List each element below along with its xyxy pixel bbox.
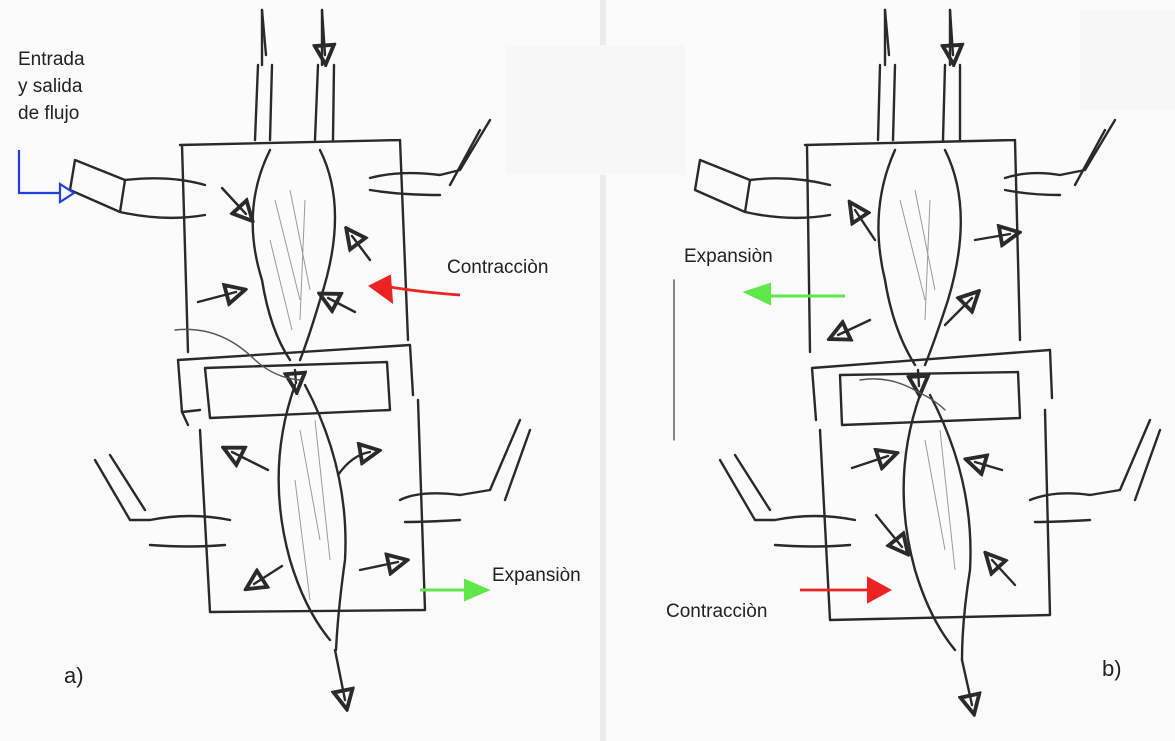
contraction-label-a: Contracciòn [447,254,548,281]
side-tube-right-upper-b [1005,120,1115,195]
lower-chamber-outline-b [820,410,1050,620]
flow-label-line-2: y salida [18,73,85,100]
flow-in-out-label: Entrada y salida de flujo [18,46,85,127]
upper-bulb-b [878,150,960,365]
panel-a-drawing [70,10,530,700]
contraction-label-b: Contracciòn [666,598,767,625]
lower-bulb-b [904,395,971,660]
inflow-tubes-b [878,10,960,140]
expansion-label-b: Expansiòn [684,243,773,270]
panel-a-label: a) [64,662,84,689]
side-tube-left-lower-b [720,455,855,547]
side-tube-left-lower [95,455,230,547]
flow-label-line-1: Entrada [18,46,85,73]
contraction-arrow-a-icon [390,287,460,295]
upper-chamber-outline-b [805,140,1020,352]
panel-b-label: b) [1102,655,1122,682]
expansion-label-a: Expansiòn [492,562,581,589]
flow-label-line-3: de flujo [18,100,85,127]
flow-arrow-icon [19,150,60,193]
upper-bulb [253,150,335,360]
upper-chamber-outline [180,140,408,352]
side-tube-left-upper-b [695,160,830,218]
valve-block-b [812,350,1052,425]
side-tube-right-upper [370,120,490,195]
lower-chamber-outline [182,400,425,612]
side-tube-right-lower-b [1030,420,1160,522]
